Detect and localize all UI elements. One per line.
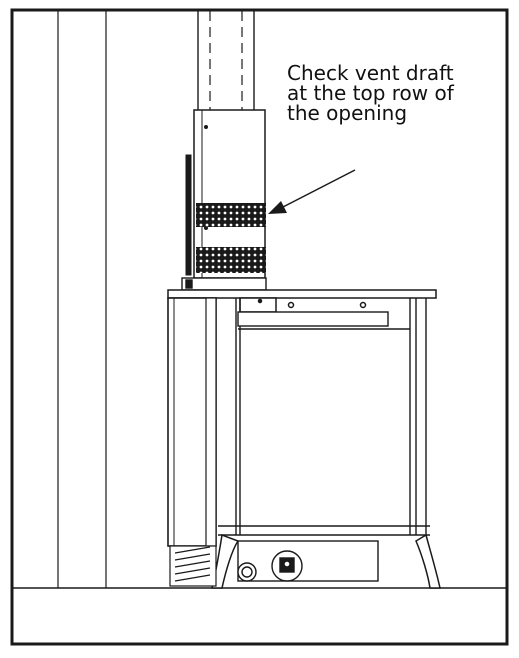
stove-front-frame <box>218 298 430 536</box>
chimney-pipe <box>197 11 255 110</box>
stove-legs <box>211 533 441 589</box>
vent-grille-upper <box>196 203 266 227</box>
stove-base <box>237 540 379 582</box>
vent-grille-lower <box>196 247 266 273</box>
callout-line-3: the opening <box>287 101 408 125</box>
callout-line-2: at the top row of <box>287 81 454 105</box>
stove-top <box>167 289 437 313</box>
callout-arrow <box>268 169 356 214</box>
callout-line-1: Check vent draft <box>287 61 454 85</box>
vent-collar <box>181 277 267 291</box>
wall-lines <box>57 11 107 588</box>
side-louvers <box>169 545 217 587</box>
diagram-frame <box>10 8 509 646</box>
callout-text: Check vent draft at the top row of the o… <box>287 63 507 123</box>
stove-body <box>167 297 217 547</box>
